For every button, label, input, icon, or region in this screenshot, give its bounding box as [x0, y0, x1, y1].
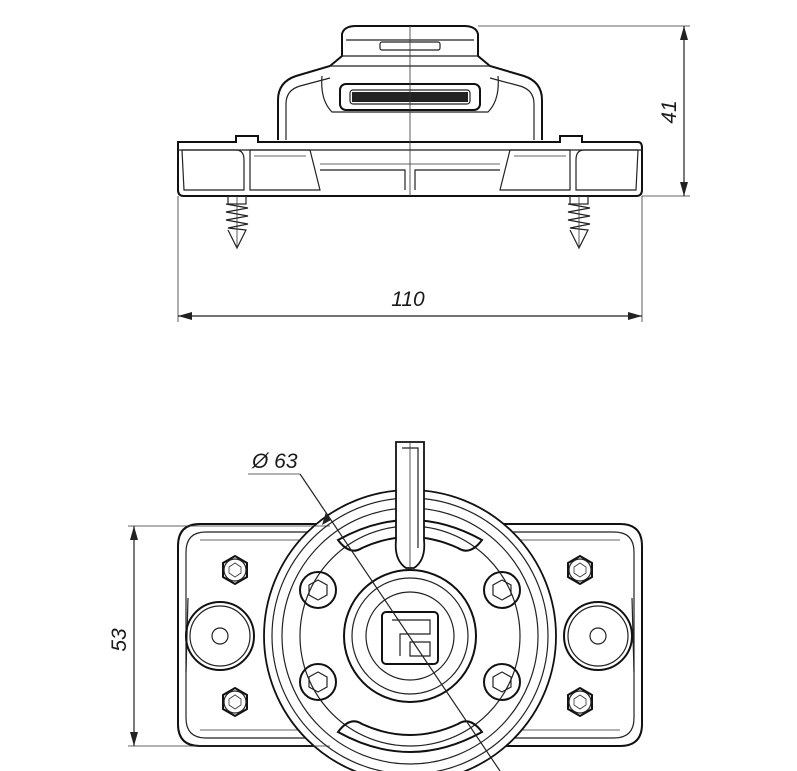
hex-nut-bottom-right — [567, 686, 593, 718]
depth-dimension-label: 53 — [108, 628, 131, 652]
diameter-dimension-label: Ø 63 — [251, 450, 298, 473]
hex-nut-top-right — [567, 554, 593, 586]
plan-view: Ø 63 53 — [108, 441, 643, 771]
left-screw — [225, 195, 249, 250]
socket-top-left — [299, 571, 337, 609]
width-dimension-label: 110 — [391, 288, 425, 311]
socket-bottom-left — [299, 663, 337, 701]
side-view: 41 110 — [177, 25, 690, 322]
hex-nut-bottom-left — [222, 686, 248, 718]
right-round-boss — [563, 601, 633, 671]
height-dimension-label: 41 — [658, 100, 681, 123]
right-screw — [567, 195, 591, 250]
left-round-boss — [185, 601, 255, 671]
logo-icon — [381, 611, 439, 665]
socket-top-right — [483, 571, 521, 609]
socket-bottom-right — [483, 663, 521, 701]
hex-nut-top-left — [222, 554, 248, 586]
